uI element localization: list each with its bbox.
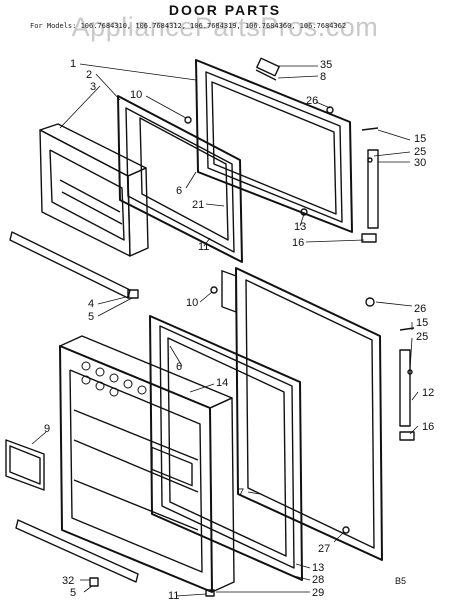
callout-28: 28 <box>312 574 324 586</box>
callout-12: 12 <box>422 387 434 399</box>
callout-4: 4 <box>88 298 94 310</box>
callout-27: 27 <box>318 543 330 555</box>
fresh-food-door-panel <box>59 335 235 593</box>
callout-30: 30 <box>414 157 426 169</box>
callout-6a: 6 <box>176 185 182 197</box>
callout-11b: 11 <box>168 590 179 600</box>
fresh-food-liner <box>149 315 303 581</box>
callout-6b: 6 <box>176 361 182 373</box>
callout-9: 9 <box>44 423 50 435</box>
callout-29: 29 <box>312 587 324 599</box>
freezer-door-bin <box>39 123 149 257</box>
page-title: DOOR PARTS <box>168 2 282 18</box>
callout-32: 32 <box>62 575 74 587</box>
callout-10a: 10 <box>130 89 142 101</box>
callout-14: 14 <box>216 377 228 389</box>
callout-labels: 1 2 3 4 5 5 6 6 7 8 9 10 10 11 11 12 13 … <box>44 58 434 600</box>
diagram-code: B5 <box>395 576 407 586</box>
callout-25a: 25 <box>414 146 426 158</box>
callout-3: 3 <box>90 81 96 93</box>
callout-13a: 13 <box>294 221 306 233</box>
callout-8: 8 <box>320 71 326 83</box>
callout-16b: 16 <box>422 421 434 433</box>
callout-2: 2 <box>86 69 92 81</box>
callout-15a: 15 <box>414 133 426 145</box>
callout-26b: 26 <box>414 303 426 315</box>
model-list: For Models: 106.7684310, 106.7684312, 10… <box>30 22 347 30</box>
callout-10b: 10 <box>186 297 198 309</box>
callout-21: 21 <box>192 199 204 211</box>
part-8 <box>255 69 277 81</box>
freezer-gasket-frame <box>195 59 353 233</box>
callout-16a: 16 <box>292 237 304 249</box>
callout-7: 7 <box>238 487 244 499</box>
callout-11a: 11 <box>198 241 209 253</box>
callout-25b: 25 <box>416 331 428 343</box>
callout-5a: 5 <box>88 311 94 323</box>
callout-1: 1 <box>70 58 76 70</box>
callout-26a: 26 <box>306 95 318 107</box>
callout-5b: 5 <box>70 587 76 599</box>
callout-13b: 13 <box>312 562 324 574</box>
callout-15b: 15 <box>416 317 428 329</box>
watermark: AppliancePartsPros.com <box>71 12 379 42</box>
freezer-liner <box>117 95 243 263</box>
part-35 <box>256 57 280 77</box>
callout-35: 35 <box>320 59 332 71</box>
fresh-food-gasket-frame <box>235 267 383 561</box>
